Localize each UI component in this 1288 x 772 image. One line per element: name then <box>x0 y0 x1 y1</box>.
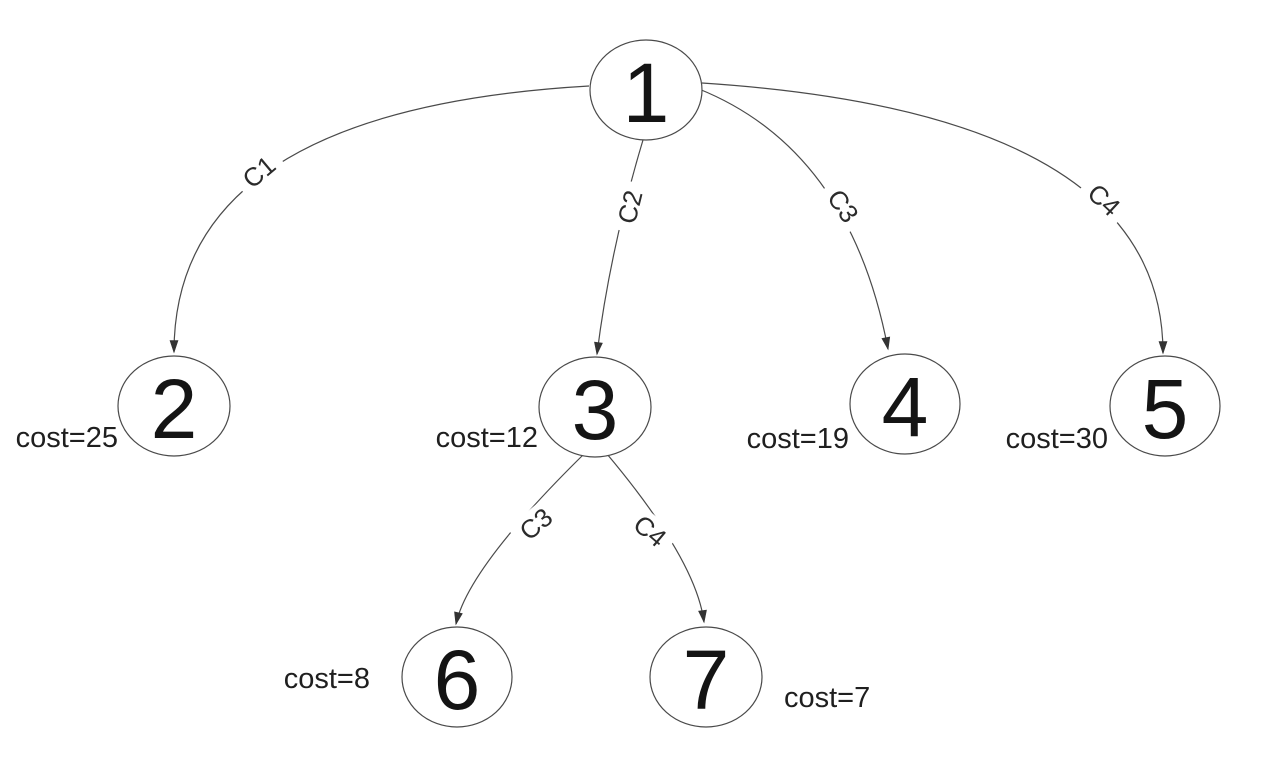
edge-1-4 <box>698 88 891 351</box>
edge-label-group-c4-lower: C4 <box>621 503 679 559</box>
cost-label-node-2: cost=25 <box>16 422 118 454</box>
edge-labels-layer: C1 C2 C3 C4 C3 C4 <box>230 144 1133 559</box>
node-4-label: 4 <box>882 360 929 454</box>
node-7: 7 <box>649 626 763 728</box>
edge-label-bg <box>507 496 565 552</box>
edge-1-3 <box>594 139 644 356</box>
node-5: 5 <box>1109 355 1221 457</box>
node-2: 2 <box>117 355 231 457</box>
node-3: 3 <box>538 356 652 458</box>
node-2-label: 2 <box>151 362 198 456</box>
edge-label-bg <box>621 503 679 559</box>
cost-label-node-7: cost=7 <box>784 682 870 714</box>
edge-label-group-c3-lower: C3 <box>507 496 565 552</box>
edge-1-2 <box>169 85 590 354</box>
node-4-circle <box>849 353 961 455</box>
cost-label-node-3: cost=12 <box>436 422 538 454</box>
edge-3-6 <box>454 453 585 626</box>
node-1-circle <box>589 39 703 141</box>
node-7-circle <box>649 626 763 728</box>
node-4: 4 <box>849 353 961 455</box>
edge-label-bg <box>1075 171 1133 229</box>
node-3-label: 3 <box>572 363 619 457</box>
node-1-label: 1 <box>623 46 670 140</box>
edge-label-1-3: C2 <box>611 187 648 227</box>
edge-1-5 <box>701 82 1168 355</box>
node-1: 1 <box>589 39 703 141</box>
node-6-label: 6 <box>434 633 481 727</box>
node-5-circle <box>1109 355 1221 457</box>
node-2-circle <box>117 355 231 457</box>
node-6: 6 <box>401 626 513 728</box>
cost-labels-layer: cost=25 cost=12 cost=19 cost=30 cost=8 c… <box>16 422 1108 714</box>
cost-label-node-4: cost=19 <box>747 423 849 455</box>
node-3-circle <box>538 356 652 458</box>
cost-label-node-5: cost=30 <box>1006 423 1108 455</box>
node-7-label: 7 <box>683 633 730 727</box>
edge-label-group-c4: C4 <box>1075 171 1133 229</box>
edge-label-group-c1: C1 <box>230 144 288 200</box>
edges-layer <box>169 82 1168 626</box>
cost-label-node-6: cost=8 <box>284 663 370 695</box>
node-6-circle <box>401 626 513 728</box>
node-5-label: 5 <box>1142 362 1189 456</box>
nodes-layer: 1 2 3 4 5 6 7 <box>117 39 1221 728</box>
edge-3-7 <box>606 453 707 624</box>
edge-label-group-c2: C2 <box>609 179 651 235</box>
edge-label-bg <box>816 176 870 236</box>
edge-label-bg <box>230 144 288 200</box>
edge-label-group-c3: C3 <box>816 176 870 236</box>
edge-label-bg <box>609 179 651 235</box>
